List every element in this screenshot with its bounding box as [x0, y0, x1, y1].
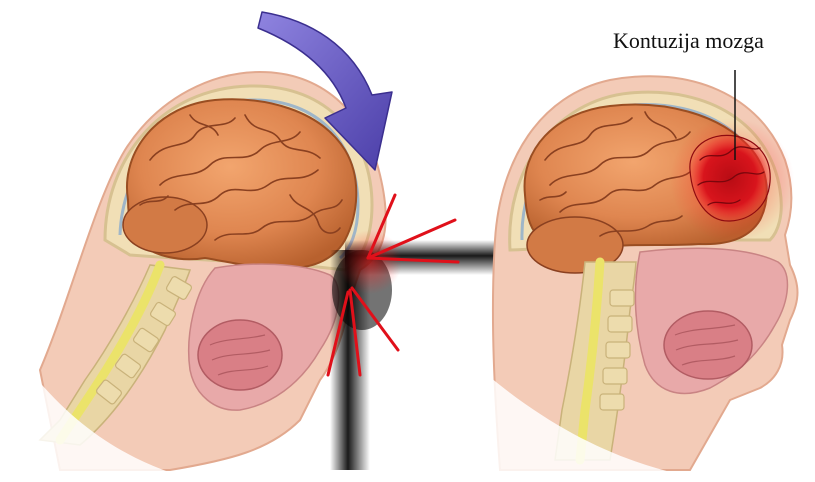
right-tongue — [664, 311, 752, 379]
contusion-label: Kontuzija mozga — [613, 28, 764, 54]
left-head — [0, 72, 386, 482]
right-head — [470, 76, 798, 482]
left-tongue — [198, 320, 282, 390]
left-cerebellum — [123, 197, 207, 253]
